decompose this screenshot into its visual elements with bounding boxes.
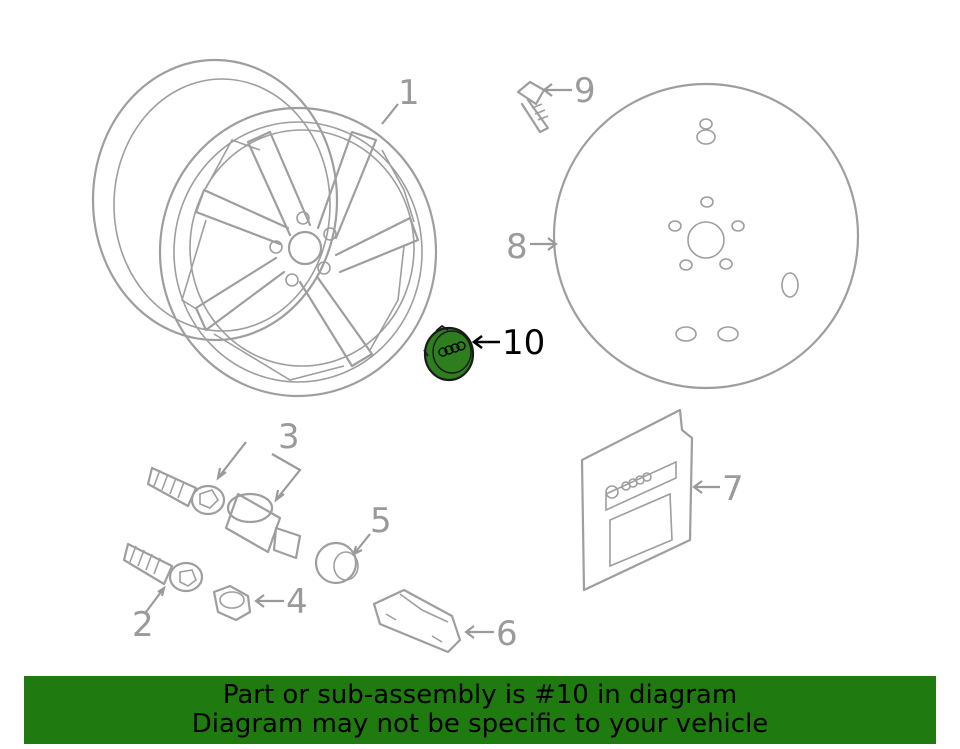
part-1-alloy-wheel <box>91 58 438 398</box>
part-3-locking-bolt-set <box>146 466 302 560</box>
callout-6: 6 <box>496 614 518 654</box>
part-4-bolt-cap <box>212 584 252 622</box>
callout-10: 10 <box>502 323 545 363</box>
part-8-wheel-cover <box>552 82 860 390</box>
banner-line-2: Diagram may not be specific to your vehi… <box>191 709 769 739</box>
callout-9: 9 <box>574 71 596 111</box>
part-10-center-cap <box>423 324 475 382</box>
part-6-removal-tool <box>372 588 462 654</box>
callout-4: 4 <box>286 582 308 622</box>
callout-5: 5 <box>370 501 392 541</box>
part-2-wheel-bolt <box>122 542 204 593</box>
part-5-cap <box>314 541 359 585</box>
parts-diagram: 1 9 8 10 3 7 5 4 2 6 <box>91 58 860 654</box>
callout-1: 1 <box>398 73 420 113</box>
callout-7: 7 <box>722 469 744 509</box>
part-7-tire-label <box>580 408 694 592</box>
banner-line-1: Part or sub-assembly is #10 in diagram <box>222 680 738 710</box>
callout-8: 8 <box>506 227 528 267</box>
info-banner: Part or sub-assembly is #10 in diagram D… <box>24 676 936 744</box>
callout-3: 3 <box>278 417 300 457</box>
callout-2: 2 <box>132 605 154 645</box>
